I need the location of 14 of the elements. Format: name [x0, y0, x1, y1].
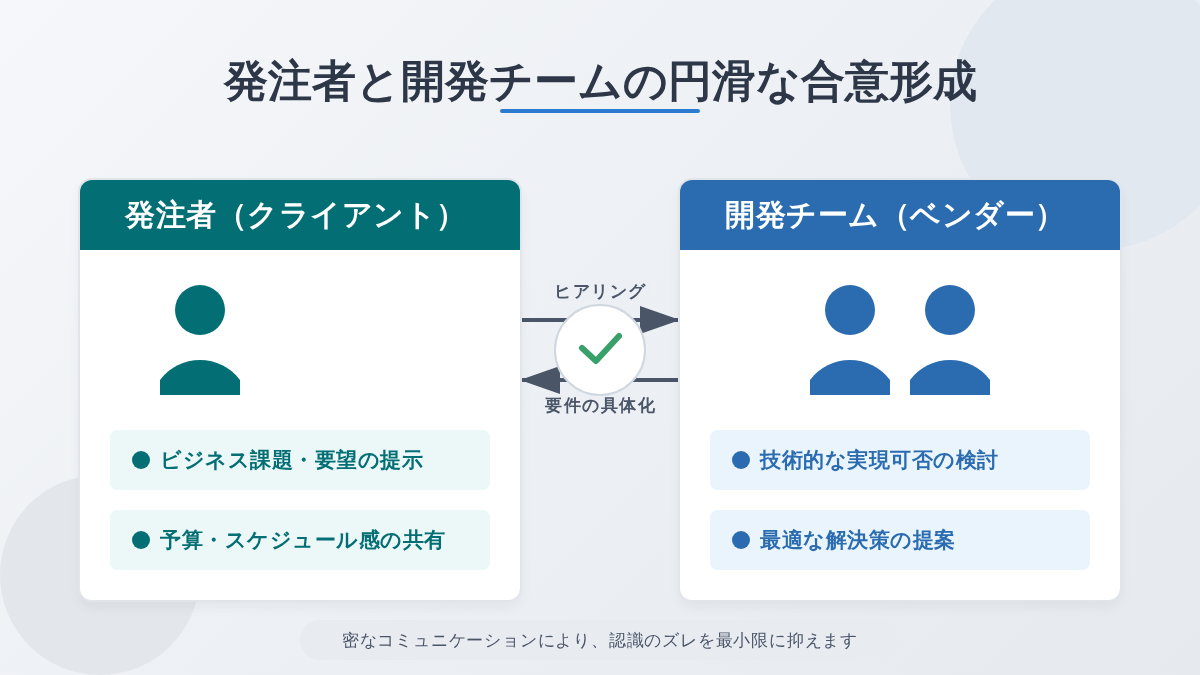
title: 発注者と開発チームの円滑な合意形成 [224, 56, 977, 106]
list-item [710, 430, 1090, 490]
list-item [110, 510, 490, 570]
edge-label: 要件の具体化 [542, 394, 659, 416]
item-text: 最適な解決策の提案 [760, 527, 956, 553]
card-title: 発注者（クライアント） [125, 196, 467, 234]
item-text: 技術的な実現可否の検討 [760, 447, 999, 473]
item-text: 予算・スケジュール感の共有 [160, 527, 446, 553]
card-panel [80, 180, 520, 600]
card-title: 開発チーム（ベンダー） [725, 196, 1066, 234]
card-panel [680, 180, 1120, 600]
list-item [710, 510, 1090, 570]
list-item [110, 430, 490, 490]
item-text: ビジネス課題・要望の提示 [160, 447, 423, 473]
